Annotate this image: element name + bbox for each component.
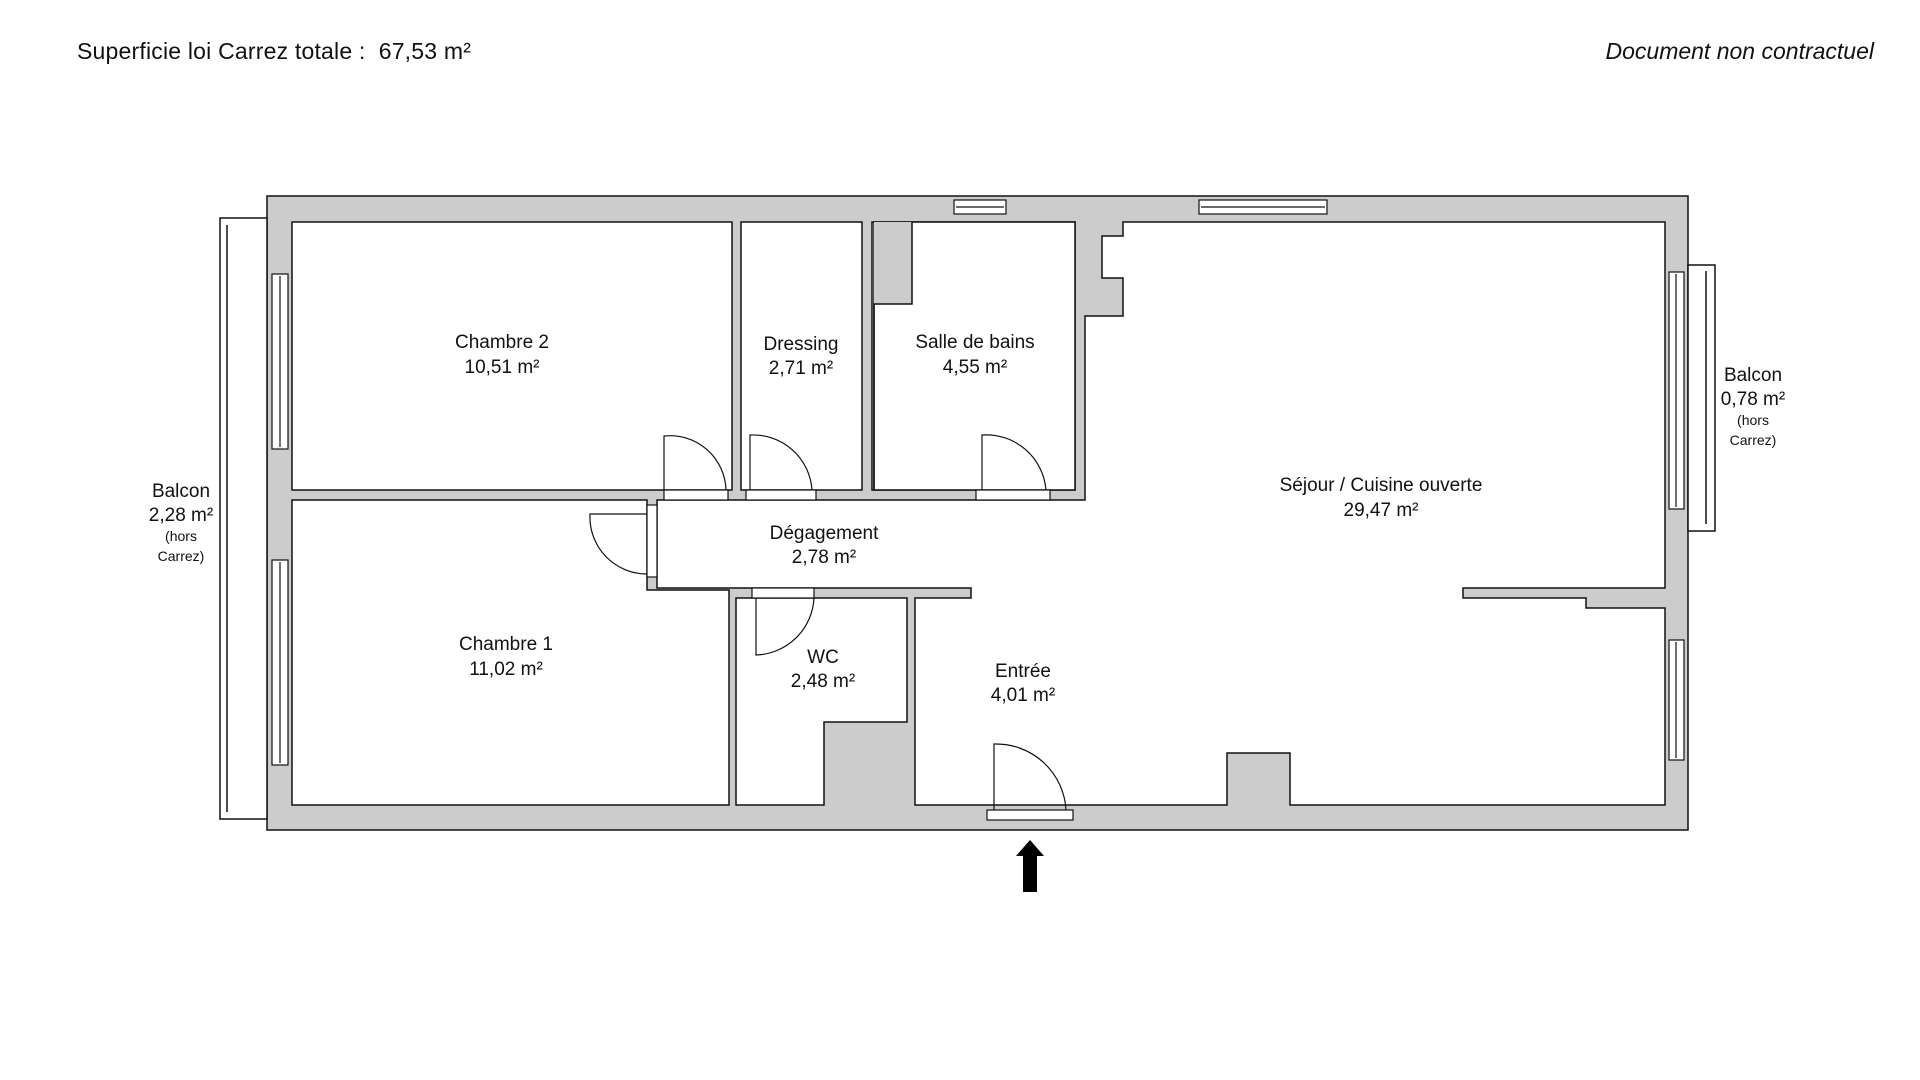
room-balcon-west: Balcon 2,28 m² (hors Carrez) <box>149 481 213 564</box>
room-area: 0,78 m² <box>1721 389 1785 410</box>
balcony-east <box>1687 264 1716 532</box>
total-surface-label: Superficie loi Carrez totale : <box>77 38 366 64</box>
total-surface: Superficie loi Carrez totale : 67,53 m² <box>77 38 471 65</box>
room-area: 2,71 m² <box>769 358 833 379</box>
room-sejour: Séjour / Cuisine ouverte 29,47 m² <box>1280 475 1483 521</box>
room-name: Chambre 2 <box>455 332 549 353</box>
room-name: WC <box>807 647 839 668</box>
room-area: 11,02 m² <box>469 659 543 680</box>
doors <box>589 434 1074 821</box>
room-area: 2,28 m² <box>149 505 213 526</box>
disclaimer: Document non contractuel <box>1605 38 1875 64</box>
windows <box>271 199 1685 766</box>
room-name: Séjour / Cuisine ouverte <box>1280 475 1483 496</box>
room-wc: WC 2,48 m² <box>791 647 855 692</box>
room-entree: Entrée 4,01 m² <box>991 661 1055 706</box>
room-degagement: Dégagement 2,78 m² <box>770 523 880 568</box>
room-area: 29,47 m² <box>1344 500 1419 521</box>
room-note: (hors <box>165 528 197 544</box>
room-dressing: Dressing 2,71 m² <box>764 334 839 379</box>
balcony-west <box>219 217 268 820</box>
room-name: Chambre 1 <box>459 634 553 655</box>
room-area: 10,51 m² <box>465 357 540 378</box>
room-area: 4,55 m² <box>943 357 1007 378</box>
room-balcon-east: Balcon 0,78 m² (hors Carrez) <box>1721 365 1785 448</box>
room-name: Dressing <box>764 334 839 355</box>
room-name: Entrée <box>995 661 1051 682</box>
room-chambre1: Chambre 1 11,02 m² <box>459 634 553 680</box>
total-surface-value: 67,53 m² <box>378 38 472 64</box>
partitions <box>873 221 1076 491</box>
room-name: Dégagement <box>770 523 880 544</box>
room-name: Balcon <box>1724 365 1782 386</box>
room-chambre2: Chambre 2 10,51 m² <box>455 332 549 378</box>
room-name: Salle de bains <box>915 332 1034 353</box>
room-area: 4,01 m² <box>991 685 1055 706</box>
entrance-arrow-icon <box>1016 840 1044 892</box>
room-salle-de-bains: Salle de bains 4,55 m² <box>915 332 1034 378</box>
room-note: Carrez) <box>158 548 205 564</box>
room-note: Carrez) <box>1730 432 1777 448</box>
room-note: (hors <box>1737 412 1769 428</box>
room-name: Balcon <box>152 481 210 502</box>
room-area: 2,78 m² <box>792 547 856 568</box>
room-area: 2,48 m² <box>791 671 855 692</box>
